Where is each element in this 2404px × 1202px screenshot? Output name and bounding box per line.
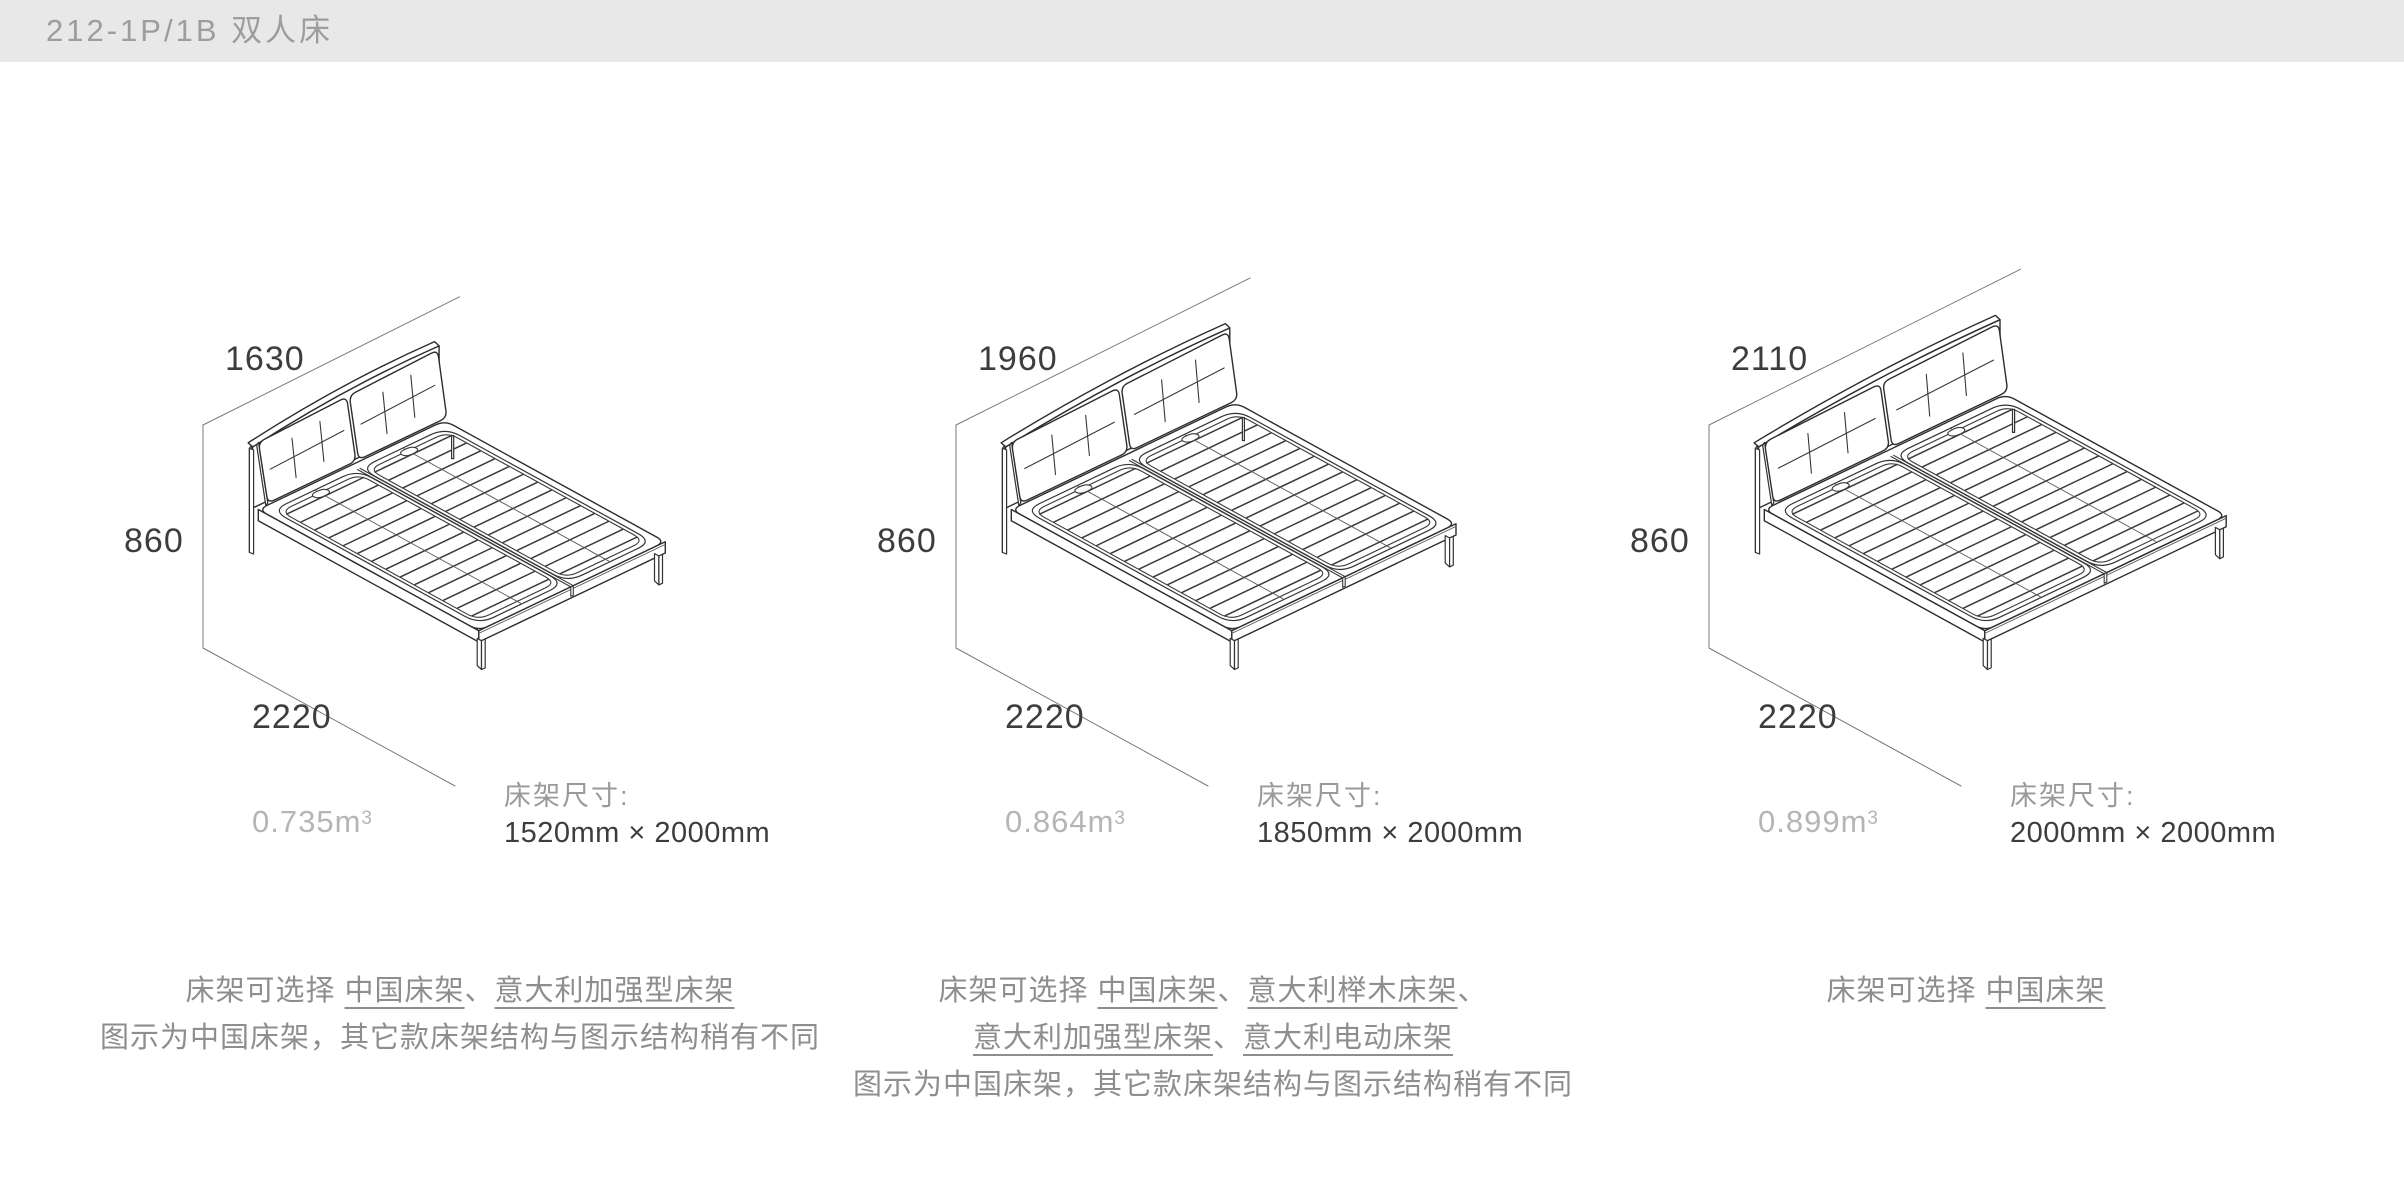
note-text: 图示为中国床架，其它款床架结构与图示结构稍有不同 <box>99 1022 820 1054</box>
frame-option-underlined: 中国床架 <box>1985 975 2106 1007</box>
frame-options-note: 床架可选择 中国床架 <box>1586 968 2346 1015</box>
frame-option-underlined: 中国床架 <box>344 975 465 1007</box>
note-line: 床架可选择 中国床架、意大利榉木床架、 <box>833 968 1593 1015</box>
note-text: 、 <box>1457 975 1488 1007</box>
frame-size-value: 2000mm × 2000mm <box>2010 817 2277 849</box>
dimension-depth-label: 2220 <box>252 698 332 736</box>
note-line: 图示为中国床架，其它款床架结构与图示结构稍有不同 <box>80 1015 840 1062</box>
volume-value: 0.735m <box>252 804 362 839</box>
frame-size-block: 床架尺寸: 1520mm × 2000mm <box>504 774 770 850</box>
bed-isometric-drawing <box>1708 268 2227 787</box>
frame-option-underlined: 意大利榉木床架 <box>1247 975 1458 1007</box>
bed-isometric-drawing <box>955 277 1457 787</box>
frame-size-caption: 床架尺寸: <box>2010 781 2136 811</box>
frame-size-block: 床架尺寸: 2000mm × 2000mm <box>2010 774 2276 850</box>
dimension-height-label: 860 <box>124 522 184 560</box>
note-text: 、 <box>1212 1022 1243 1054</box>
bed-variant-column-3: 2110 860 2220 0.899m3 床架尺寸: 2000mm × 200… <box>1586 0 2346 1202</box>
note-line: 图示为中国床架，其它款床架结构与图示结构稍有不同 <box>833 1062 1593 1109</box>
frame-size-caption: 床架尺寸: <box>1257 781 1383 811</box>
product-model-title: 212-1P/1B 双人床 <box>46 13 334 48</box>
note-text: 床架可选择 <box>938 975 1098 1007</box>
volume-exponent: 3 <box>1867 808 1879 829</box>
frame-option-underlined: 意大利电动床架 <box>1243 1022 1454 1054</box>
note-line: 床架可选择 中国床架 <box>1586 968 2346 1015</box>
bed-isometric-drawing <box>202 296 666 787</box>
note-line: 意大利加强型床架、意大利电动床架 <box>833 1015 1593 1062</box>
dimension-height-label: 860 <box>877 522 937 560</box>
dimension-height-label: 860 <box>1630 522 1690 560</box>
note-text: 床架可选择 <box>185 975 345 1007</box>
frame-options-note: 床架可选择 中国床架、意大利加强型床架图示为中国床架，其它款床架结构与图示结构稍… <box>80 968 840 1062</box>
frame-size-value: 1520mm × 2000mm <box>504 817 771 849</box>
packing-volume-label: 0.864m3 <box>1005 804 1126 840</box>
note-text: 、 <box>1217 975 1248 1007</box>
packing-volume-label: 0.899m3 <box>1758 804 1879 840</box>
volume-value: 0.899m <box>1758 804 1868 839</box>
page-header-bar: 212-1P/1B 双人床 <box>0 0 2404 62</box>
bed-variant-column-2: 1960 860 2220 0.864m3 床架尺寸: 1850mm × 200… <box>833 0 1593 1202</box>
dimension-width-label: 1630 <box>225 340 305 378</box>
packing-volume-label: 0.735m3 <box>252 804 373 840</box>
note-text: 、 <box>464 975 495 1007</box>
note-line: 床架可选择 中国床架、意大利加强型床架 <box>80 968 840 1015</box>
frame-option-underlined: 意大利加强型床架 <box>972 1022 1213 1054</box>
frame-size-value: 1850mm × 2000mm <box>1257 817 1524 849</box>
dimension-depth-label: 2220 <box>1005 698 1085 736</box>
note-text: 图示为中国床架，其它款床架结构与图示结构稍有不同 <box>852 1069 1573 1101</box>
frame-size-caption: 床架尺寸: <box>504 781 630 811</box>
frame-options-note: 床架可选择 中国床架、意大利榉木床架、意大利加强型床架、意大利电动床架图示为中国… <box>833 968 1593 1109</box>
frame-option-underlined: 意大利加强型床架 <box>494 975 735 1007</box>
volume-exponent: 3 <box>1114 808 1126 829</box>
bed-variant-column-1: 1630 860 2220 0.735m3 床架尺寸: 1520mm × 200… <box>80 0 840 1202</box>
frame-option-underlined: 中国床架 <box>1097 975 1218 1007</box>
frame-size-block: 床架尺寸: 1850mm × 2000mm <box>1257 774 1523 850</box>
note-text: 床架可选择 <box>1826 975 1986 1007</box>
dimension-depth-label: 2220 <box>1758 698 1838 736</box>
volume-value: 0.864m <box>1005 804 1115 839</box>
volume-exponent: 3 <box>361 808 373 829</box>
dimension-width-label: 1960 <box>978 340 1058 378</box>
dimension-width-label: 2110 <box>1731 340 1809 378</box>
